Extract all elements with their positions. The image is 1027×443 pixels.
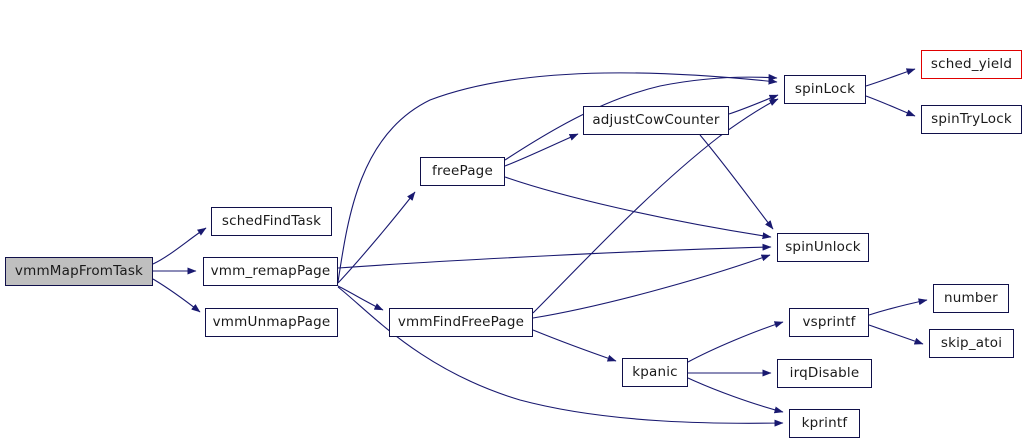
graph-node-label: vmmUnmapPage [212, 313, 331, 330]
edge-freePage-to-adjustCowCounter [504, 133, 579, 167]
graph-node-label: spinUnlock [785, 238, 861, 255]
graph-node-label: freePage [432, 162, 493, 179]
edge-spinLock-to-sched_yield [865, 68, 916, 87]
graph-node-label: skip_atoi [940, 334, 1003, 351]
graph-node-spinTryLock[interactable]: spinTryLock [921, 105, 1022, 134]
graph-node-adjustCowCounter[interactable]: adjustCowCounter [583, 106, 729, 135]
edge-path-group [152, 68, 928, 427]
graph-node-label: kpanic [632, 363, 678, 380]
graph-node-vmm_remapPage[interactable]: vmm_remapPage [203, 257, 338, 286]
graph-node-spinLock[interactable]: spinLock [784, 75, 866, 104]
edge-vmmFindFreePage-to-spinUnlock [532, 254, 771, 319]
graph-node-sched_yield[interactable]: sched_yield [921, 50, 1022, 79]
graph-node-label: adjustCowCounter [592, 111, 720, 128]
graph-node-schedFindTask[interactable]: schedFindTask [211, 207, 332, 236]
edge-vmm_remapPage-to-spinUnlock [337, 243, 772, 269]
graph-node-label: vmmFindFreePage [397, 313, 525, 330]
graph-node-label: spinLock [794, 80, 856, 97]
graph-node-freePage[interactable]: freePage [420, 157, 505, 186]
graph-node-vmmMapFromTask[interactable]: vmmMapFromTask [5, 257, 153, 286]
graph-node-label: vmmMapFromTask [14, 262, 144, 279]
graph-node-vmmUnmapPage[interactable]: vmmUnmapPage [205, 308, 338, 337]
edge-vsprintf-to-skip_atoi [868, 324, 924, 345]
graph-node-label: vsprintf [802, 313, 856, 330]
edge-freePage-to-spinLock [504, 73, 778, 161]
graph-node-kpanic[interactable]: kpanic [622, 358, 688, 387]
edge-spinLock-to-spinTryLock [865, 95, 916, 117]
graph-node-label: schedFindTask [221, 212, 322, 229]
graph-node-label: sched_yield [930, 55, 1013, 72]
edge-vmm_remapPage-to-kprintf [337, 286, 784, 427]
graph-node-label: irqDisable [789, 364, 860, 381]
edge-kpanic-to-kprintf [687, 377, 784, 414]
edge-vmm_remapPage-to-spinLock [337, 72, 778, 283]
edge-adjustCowCounter-to-spinLock [728, 94, 779, 115]
graph-node-spinUnlock[interactable]: spinUnlock [777, 233, 869, 262]
edge-adjustCowCounter-to-spinUnlock [699, 134, 774, 230]
edge-freePage-to-spinUnlock [504, 176, 772, 240]
edge-vmm_remapPage-to-vmmFindFreePage [337, 285, 384, 311]
graph-node-label: vmm_remapPage [210, 262, 331, 279]
edge-kpanic-to-vsprintf [687, 321, 784, 363]
edge-vmm_remapPage-to-freePage [337, 191, 416, 284]
graph-node-label: spinTryLock [931, 110, 1012, 127]
graph-node-skip_atoi[interactable]: skip_atoi [929, 329, 1014, 358]
edge-vmmFindFreePage-to-kpanic [532, 329, 617, 362]
graph-node-vsprintf[interactable]: vsprintf [789, 308, 869, 337]
edge-vmmFindFreePage-to-spinLock [532, 98, 779, 314]
graph-node-label: kprintf [801, 414, 848, 431]
graph-node-kprintf[interactable]: kprintf [789, 409, 860, 438]
edge-vmmMapFromTask-to-vmmUnmapPage [152, 278, 201, 313]
graph-node-label: number [944, 289, 998, 306]
edge-vsprintf-to-number [868, 298, 928, 316]
graph-node-vmmFindFreePage[interactable]: vmmFindFreePage [389, 308, 533, 337]
graph-node-irqDisable[interactable]: irqDisable [777, 359, 872, 388]
edge-vmmMapFromTask-to-schedFindTask [152, 227, 207, 265]
graph-node-number[interactable]: number [933, 284, 1009, 313]
